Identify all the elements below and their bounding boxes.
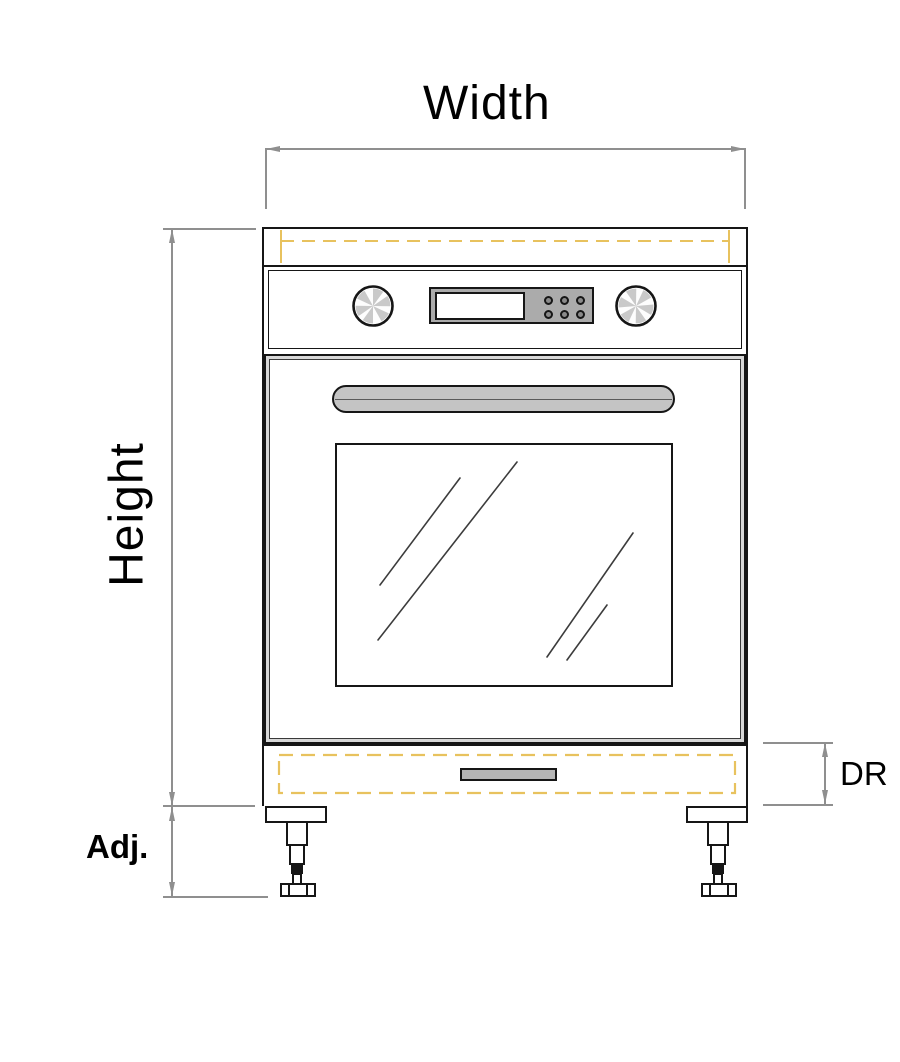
adjustable-foot-right [686,806,752,897]
foot-base-notch [727,885,729,895]
top-panel-marker-right [728,230,730,263]
foot-mid-section [289,844,305,865]
display-button-grid [541,294,587,320]
display-button-icon [543,295,553,305]
foot-base [280,883,316,897]
adj-extension-bottom [163,896,268,898]
width-dimension-line [266,148,745,150]
foot-thread [712,864,724,874]
width-extension-right [744,148,746,209]
width-label: Width [423,77,551,130]
dr-label: DR [840,755,888,792]
door-handle [332,385,675,413]
door-glass-window [335,443,673,687]
height-arrow-bottom-icon [169,792,175,806]
dr-arrow-top-icon [822,743,828,757]
top-panel-dashed-line [281,240,729,242]
adj-arrow-top-icon [169,807,175,821]
control-panel-face [268,270,742,349]
height-label: Height [100,442,154,587]
oven-knob-right-icon [615,285,657,327]
adj-dimension-line [171,807,173,896]
height-dimension-line [171,229,173,806]
foot-base-notch [306,885,308,895]
display-button-icon [559,295,569,305]
display-unit [429,287,594,324]
adj-arrow-bottom-icon [169,882,175,896]
foot-base [701,883,737,897]
oven-cabinet [262,227,748,806]
width-arrow-left-icon [266,145,280,152]
foot-base-notch [709,885,711,895]
adj-label: Adj. [86,828,149,865]
display-button-icon [543,309,553,319]
display-button-icon [575,295,585,305]
door-handle-seam [335,399,672,400]
foot-mid-section [710,844,726,865]
drawer-front [264,744,746,806]
control-panel [264,267,746,354]
height-extension-top [163,228,256,230]
dr-dimension-line [824,743,826,804]
glass-reflections-icon [377,461,634,661]
width-extension-left [265,148,267,209]
foot-base-notch [288,885,290,895]
foot-upper-section [707,821,729,846]
dr-extension-top [763,742,833,744]
height-arrow-top-icon [169,229,175,243]
top-panel [264,229,746,267]
display-button-icon [559,309,569,319]
dr-extension-bottom [763,804,833,806]
oven-door [264,354,746,744]
adjustable-foot-left [265,806,331,897]
foot-upper-section [286,821,308,846]
top-panel-marker-left [280,230,282,263]
drawer-handle [460,768,557,781]
display-button-icon [575,309,585,319]
width-arrow-right-icon [731,145,745,152]
dr-arrow-bottom-icon [822,790,828,804]
height-extension-bottom [163,805,255,807]
oven-knob-left-icon [352,285,394,327]
drawer-dashed-outline [277,753,737,795]
foot-thread [291,864,303,874]
display-screen [435,292,525,320]
